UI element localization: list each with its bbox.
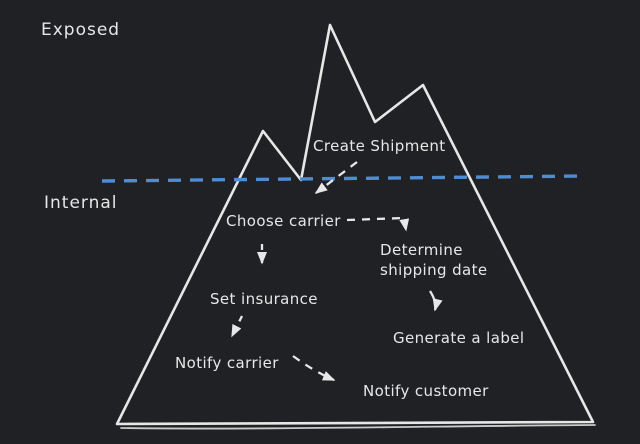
arrow-choose-carrier-to-determine-date [346,216,410,232]
step-generate-label: Generate a label [393,329,525,347]
step-notify-carrier: Notify carrier [175,354,279,372]
waterline-divider [101,174,586,183]
arrow-notify-carrier-to-notify-customer [292,355,336,382]
zone-label-internal: Internal [44,193,118,213]
step-notify-customer: Notify customer [363,382,489,400]
step-determine-shipping-date: Determine shipping date [380,241,488,279]
step-set-insurance: Set insurance [210,290,318,308]
step-create-shipment: Create Shipment [313,137,446,155]
zone-label-exposed: Exposed [41,20,121,40]
step-choose-carrier: Choose carrier [226,212,341,230]
arrow-determine-date-to-generate-label [429,290,443,312]
iceberg-outline [115,23,595,426]
arrow-set-insurance-to-notify-carrier [230,315,244,338]
iceberg-bottom-doubled-stroke [120,424,596,430]
